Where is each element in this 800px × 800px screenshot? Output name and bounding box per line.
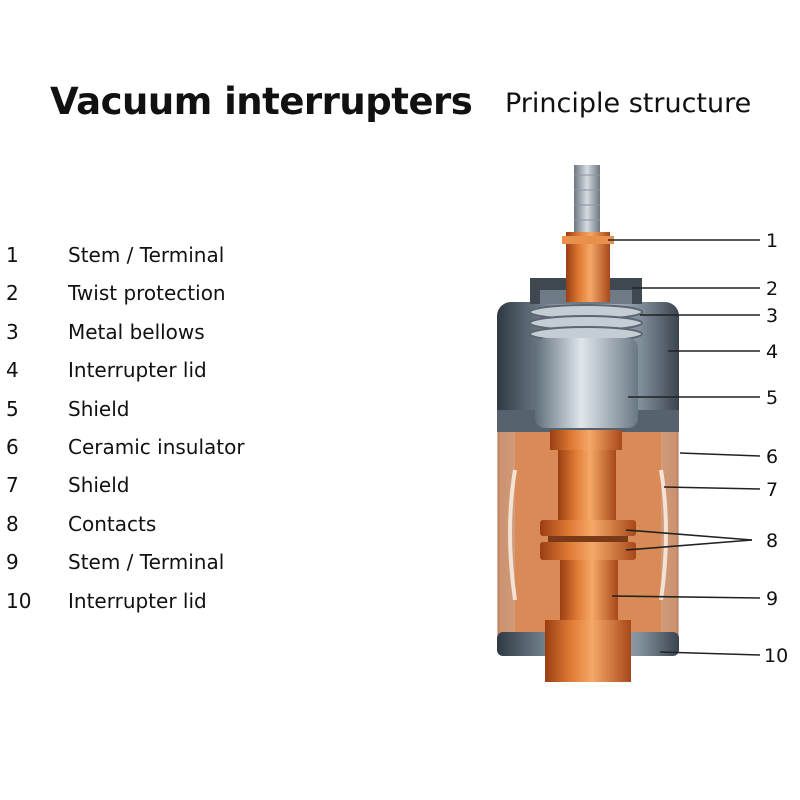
legend-item: 4 Interrupter lid	[0, 351, 300, 389]
legend-label: Interrupter lid	[68, 358, 207, 383]
terminal-lower	[545, 620, 631, 682]
legend-label: Shield	[68, 473, 130, 498]
callout-6: 6	[766, 446, 778, 468]
callout-1: 1	[766, 230, 778, 252]
legend-label: Contacts	[68, 511, 157, 536]
shield-left	[508, 469, 517, 601]
stem-upper	[562, 232, 614, 302]
legend-number: 8	[6, 511, 19, 536]
legend-label: Ceramic insulator	[68, 434, 245, 459]
callout-4: 4	[766, 341, 778, 363]
legend-item: 8 Contacts	[0, 505, 300, 543]
callout-7: 7	[766, 479, 778, 501]
metal-bellows	[529, 304, 643, 342]
legend-item: 5 Shield	[0, 390, 300, 428]
legend-item: 6 Ceramic insulator	[0, 428, 300, 466]
shield-upper	[535, 338, 638, 428]
legend-label: Interrupter lid	[68, 588, 207, 613]
legend-label: Shield	[68, 396, 130, 421]
legend-item: 1 Stem / Terminal	[0, 236, 300, 274]
callout-numbers: 1 2 3 4 5 6 7 8 9 10	[764, 230, 788, 667]
stem-lower	[560, 560, 618, 620]
callout-5: 5	[766, 387, 778, 409]
callout-8: 8	[766, 530, 778, 552]
legend-number: 5	[6, 396, 19, 421]
legend-label: Stem / Terminal	[68, 550, 225, 575]
callout-9: 9	[766, 588, 778, 610]
stem-moving	[558, 450, 616, 520]
legend-number: 2	[6, 281, 19, 306]
legend-item: 7 Shield	[0, 466, 300, 504]
legend-label: Stem / Terminal	[68, 243, 225, 267]
legend-number: 4	[6, 358, 19, 383]
legend-item: 10 Interrupter lid	[0, 582, 300, 620]
title: Vacuum interrupters	[50, 80, 473, 123]
legend-number: 10	[6, 588, 32, 613]
legend-number: 7	[6, 473, 19, 498]
callout-3: 3	[766, 305, 778, 327]
threaded-rod	[574, 165, 600, 240]
legend-item: 3 Metal bellows	[0, 313, 300, 351]
legend-item: 2 Twist protection	[0, 274, 300, 312]
legend-label: Twist protection	[68, 281, 226, 306]
legend-item: 9 Stem / Terminal	[0, 543, 300, 581]
contacts	[540, 520, 636, 560]
callout-2: 2	[766, 278, 778, 300]
callout-10: 10	[764, 645, 788, 667]
legend-number: 6	[6, 434, 19, 459]
legend-number: 9	[6, 550, 19, 575]
legend-number: 1	[6, 243, 19, 267]
subtitle: Principle structure	[505, 88, 752, 119]
stem-collar-upper	[550, 430, 622, 450]
legend-label: Metal bellows	[68, 319, 205, 344]
leader-lines	[608, 239, 761, 656]
legend-number: 3	[6, 319, 19, 344]
